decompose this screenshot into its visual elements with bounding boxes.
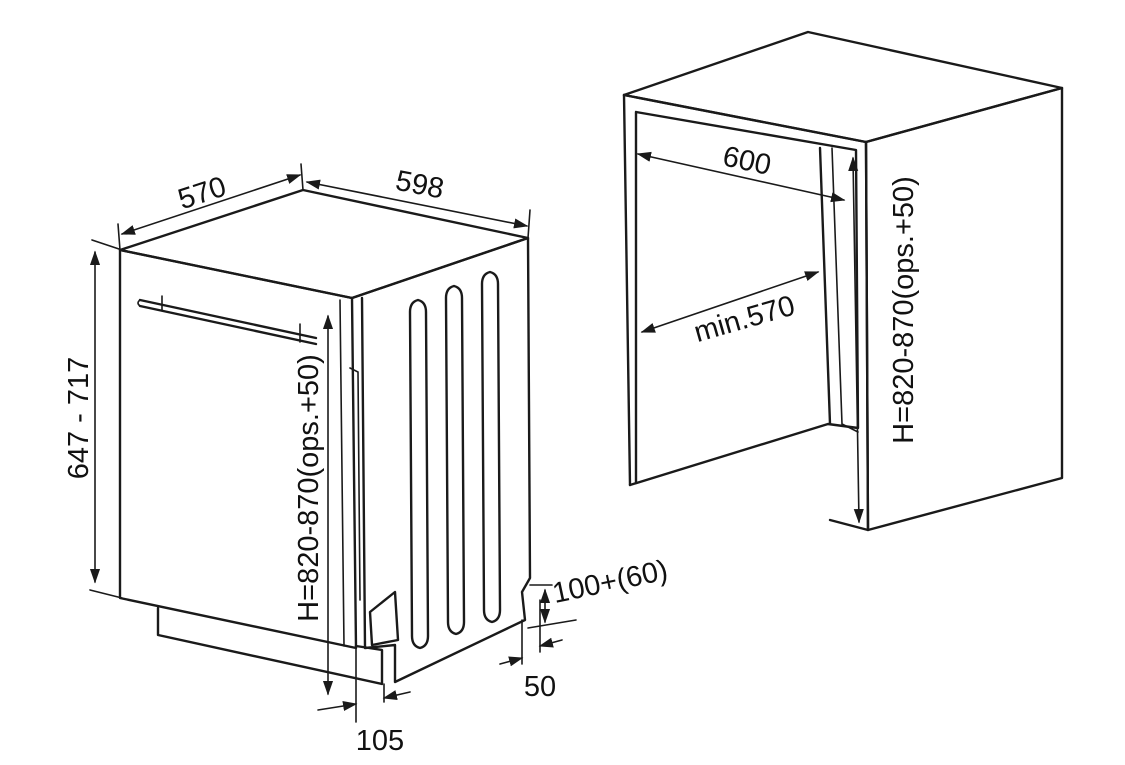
dishwasher-side	[350, 236, 532, 684]
door-handle-lower	[138, 304, 318, 346]
handle-mount-left	[137, 295, 301, 343]
ext-door-bottom	[89, 589, 123, 599]
side-rib-3	[480, 270, 502, 624]
niche-drawing: 600 min.570 H=820-870(ops.+50)	[622, 30, 1064, 532]
ext-570-right	[300, 163, 304, 191]
niche-left-panel	[622, 93, 632, 487]
dishwasher-plinth	[156, 606, 384, 686]
overhang-label: 105	[356, 725, 404, 757]
ext-plinth-bottom	[527, 619, 577, 629]
plinth-label: 100+(60)	[550, 554, 671, 610]
niche-top	[622, 30, 1064, 144]
dim-50-left	[499, 656, 524, 667]
setback-label: 50	[524, 671, 556, 703]
dim-line-niche-height	[848, 156, 864, 524]
dim-line-598	[305, 179, 529, 229]
dishwasher-foot	[368, 590, 400, 647]
width-label: 598	[393, 165, 447, 206]
dim-line-570	[120, 174, 302, 235]
door-edge	[339, 299, 361, 647]
niche-depth-label: min.570	[691, 290, 799, 349]
side-rib-1	[408, 298, 430, 650]
dim-105-right	[382, 690, 411, 700]
ext-570-left	[117, 223, 121, 251]
side-rib-2	[444, 284, 466, 636]
depth-label: 570	[174, 171, 230, 216]
niche-width-label: 600	[720, 141, 774, 182]
niche-height-label: H=820-870(ops.+50)	[888, 176, 920, 444]
ext-door-top	[91, 239, 123, 251]
niche-left-panel-inner	[622, 93, 870, 532]
door-handle	[138, 298, 318, 340]
dim-50-right	[538, 637, 563, 648]
niche-back-wall	[818, 146, 832, 426]
dim-line-niche-width	[636, 151, 846, 203]
dim-line-niche-depth	[640, 271, 820, 333]
ext-598-right	[527, 209, 531, 239]
door-height-label: 647 - 717	[63, 357, 95, 480]
appliance-height-label: H=820-870(ops.+50)	[293, 354, 325, 622]
dim-105-left	[317, 701, 358, 711]
dishwasher-drawing: 570 598 647 - 717 H=820-870(ops.+50) 105…	[63, 163, 671, 757]
